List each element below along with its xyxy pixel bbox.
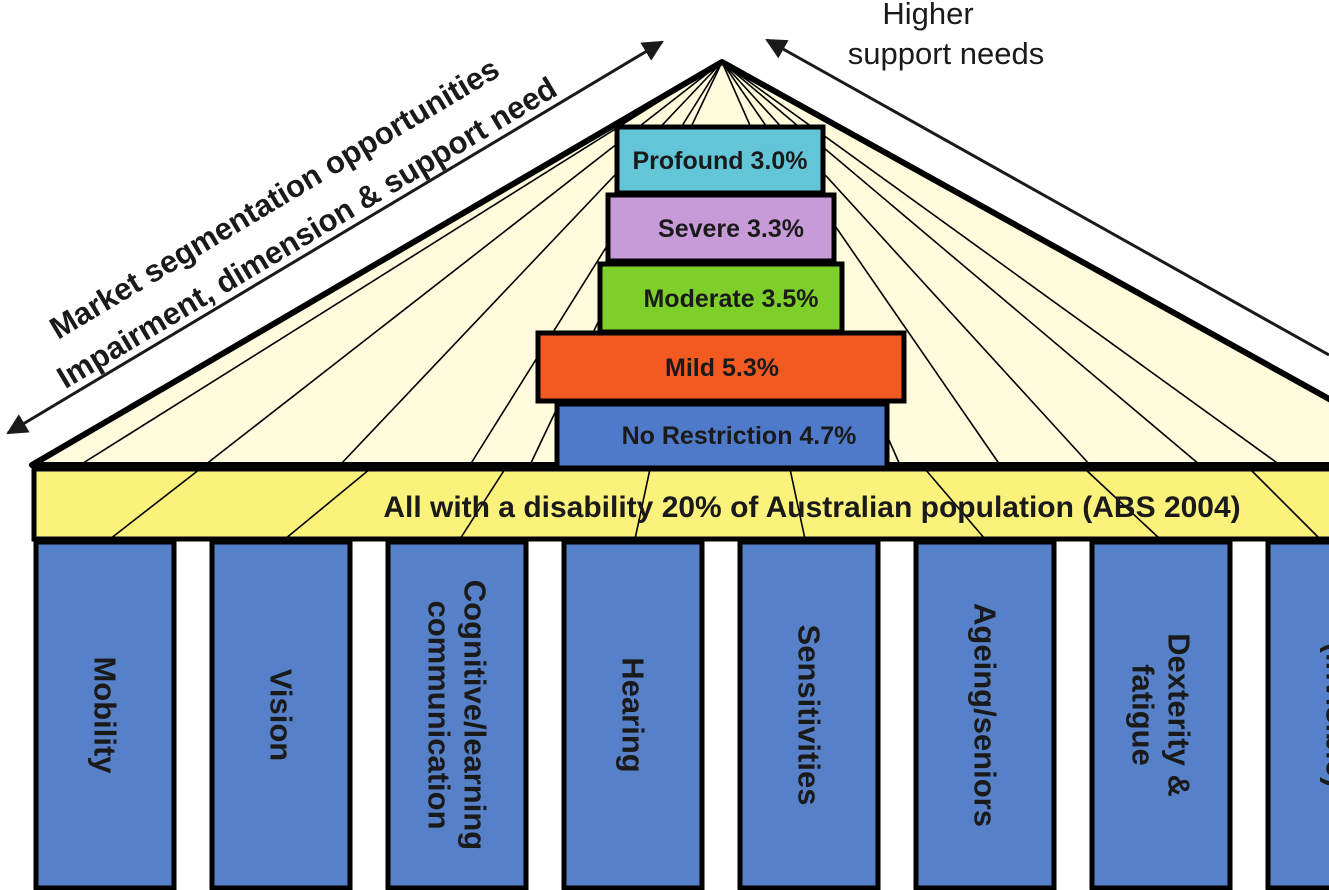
banner-slash-5 bbox=[789, 468, 806, 540]
pillar-8: (invisible) bbox=[1265, 539, 1329, 890]
banner-slashes bbox=[109, 468, 1321, 540]
pillar-label: fatigue bbox=[1126, 664, 1161, 766]
pillar-label: Vision bbox=[264, 669, 299, 761]
pillar-box bbox=[33, 539, 177, 890]
pillar-1: Mobility bbox=[33, 539, 177, 890]
tier-moderate-label: Moderate 3.5% bbox=[643, 285, 818, 313]
higher-support-arrow bbox=[765, 38, 1329, 357]
pillar-6: Ageing/seniors bbox=[913, 539, 1057, 890]
pillar-label: Ageing/seniors bbox=[968, 603, 1003, 827]
support-tiers: Profound 3.0% Severe 3.3% Moderate 3.5% … bbox=[535, 124, 907, 471]
tier-mild-label: Mild 5.3% bbox=[665, 354, 779, 382]
banner-slash-4 bbox=[634, 468, 651, 540]
pillar-label: Sensitivities bbox=[792, 625, 827, 806]
tier-profound-label: Profound 3.0% bbox=[632, 147, 807, 175]
tier-mild: Mild 5.3% bbox=[535, 330, 907, 404]
pillar-label: Dexterity & bbox=[1162, 633, 1197, 797]
pillar-box bbox=[385, 539, 529, 890]
banner-slash-6 bbox=[924, 468, 986, 540]
pillar-label: Mobility bbox=[88, 656, 123, 774]
pillar-box bbox=[913, 539, 1057, 890]
impairment-pillars: Mobility Vision Cognitive/learningcommunic… bbox=[33, 539, 1329, 890]
pillar-label: (invisible) bbox=[1320, 643, 1329, 788]
pillar-label: Cognitive/learning bbox=[458, 580, 493, 850]
market-segmentation-arrow bbox=[6, 40, 664, 435]
tier-moderate: Moderate 3.5% bbox=[597, 261, 845, 335]
banner-slash-7 bbox=[1084, 468, 1161, 540]
pillar-box bbox=[561, 539, 705, 890]
tier-no-restriction-label: No Restriction 4.7% bbox=[622, 422, 857, 450]
population-banner bbox=[31, 466, 1329, 542]
pillar-box bbox=[1089, 539, 1233, 890]
pillar-4: Hearing bbox=[561, 539, 705, 890]
tier-severe-label: Severe 3.3% bbox=[658, 215, 804, 243]
pillar-5: Sensitivities bbox=[737, 539, 881, 890]
support-needs-label: support needs bbox=[848, 36, 1044, 71]
pillar-box bbox=[1265, 539, 1329, 890]
pillar-label: Hearing bbox=[616, 657, 651, 772]
pillar-box bbox=[209, 539, 353, 890]
higher-label: Higher bbox=[882, 0, 973, 31]
population-banner-label: All with a disability 20% of Australian … bbox=[383, 491, 1240, 524]
pillar-2: Vision bbox=[209, 539, 353, 890]
pillar-7: Dexterity &fatigue bbox=[1089, 539, 1233, 890]
tier-profound: Profound 3.0% bbox=[614, 124, 826, 196]
pillar-box bbox=[737, 539, 881, 890]
banner-slash-2 bbox=[284, 468, 371, 540]
banner-slash-3 bbox=[459, 468, 506, 540]
banner-slash-1 bbox=[109, 468, 201, 540]
banner-slash-8 bbox=[1249, 468, 1321, 540]
pillar-label: communication bbox=[422, 600, 457, 829]
tier-no-restriction: No Restriction 4.7% bbox=[554, 401, 890, 471]
tier-severe: Severe 3.3% bbox=[605, 192, 837, 264]
